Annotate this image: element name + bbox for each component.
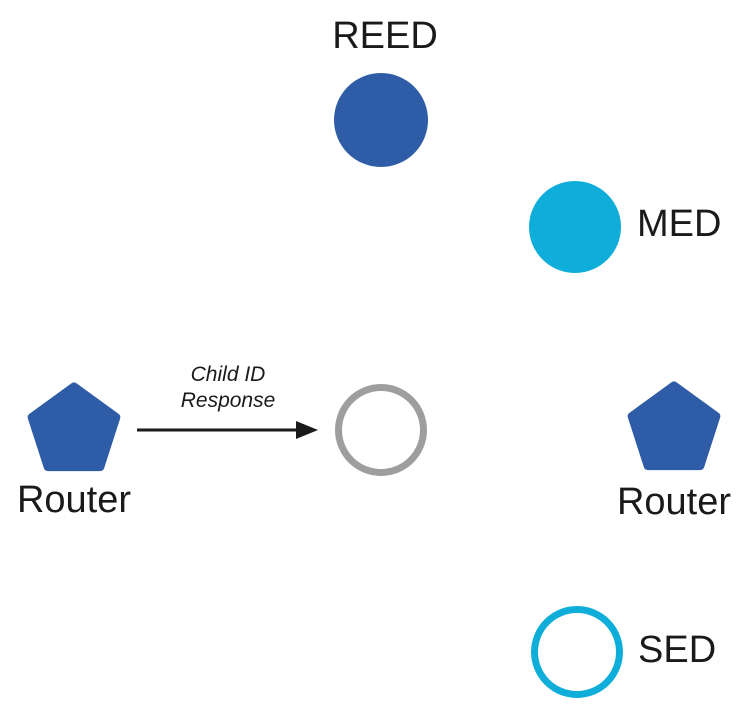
router-right-pentagon-shape: [627, 381, 721, 471]
med-node-circle-icon: [529, 181, 621, 273]
arrow-caption-line1: Child ID: [190, 363, 266, 386]
router-left-label: Router: [16, 479, 132, 521]
arrow-caption-line2: Response: [180, 389, 276, 412]
child-id-response-arrow: [137, 421, 318, 439]
reed-label: REED: [332, 15, 438, 57]
arrow-head-icon: [296, 421, 318, 439]
med-label: MED: [637, 203, 722, 245]
router-right-pentagon-icon: [627, 381, 721, 471]
joining-device-circle-icon: [335, 384, 427, 476]
router-left-pentagon-shape: [27, 382, 121, 472]
router-right-label: Router: [616, 481, 732, 523]
sed-node-circle-icon: [531, 606, 623, 698]
sed-label: SED: [638, 629, 717, 671]
arrow-caption: Child ID Response: [128, 362, 328, 414]
router-left-pentagon-icon: [27, 382, 121, 472]
reed-node-circle-icon: [334, 73, 428, 167]
